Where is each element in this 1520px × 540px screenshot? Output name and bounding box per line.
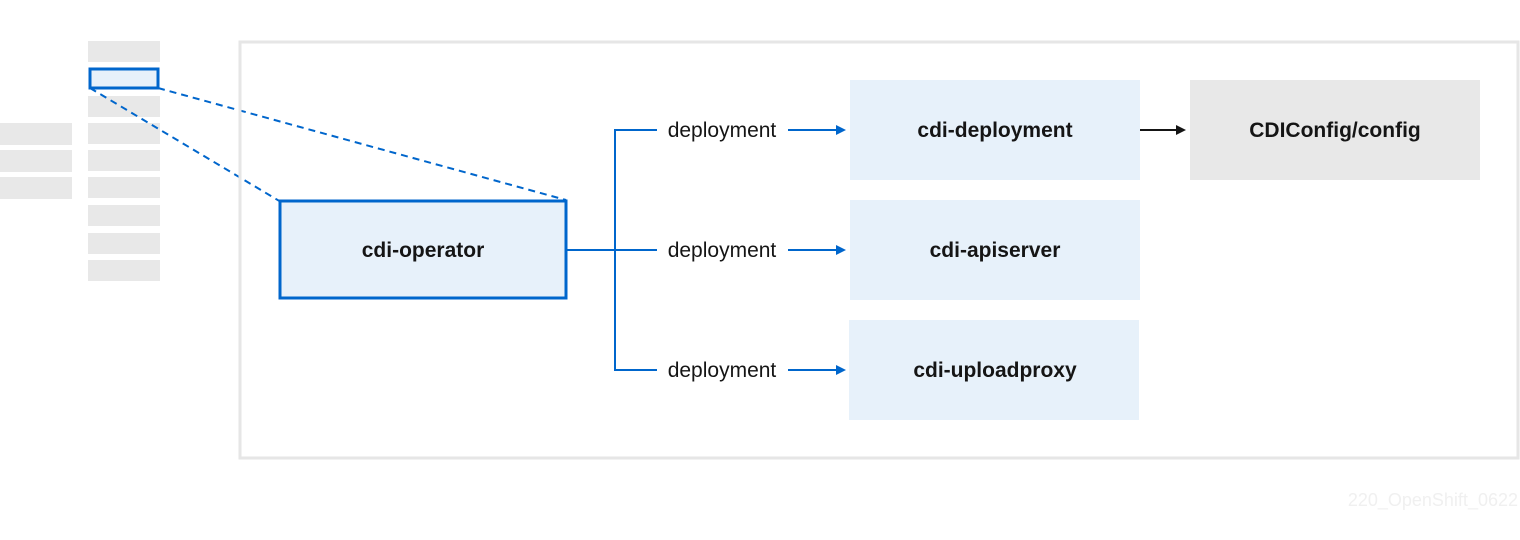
cdi-deployment-label: cdi-deployment (917, 119, 1072, 142)
namespace-frame (238, 40, 1520, 460)
cdiconfig-label: CDIConfig/config (1249, 119, 1420, 142)
cdi-operator-label: cdi-operator (362, 239, 485, 262)
overview-left-block (0, 150, 72, 172)
cdi-uploadproxy-label: cdi-uploadproxy (913, 359, 1077, 382)
overview-stack-block (88, 260, 160, 281)
overview-stack-block (88, 96, 160, 117)
cdi-deployment-box (850, 80, 1140, 180)
overview-stack-selected (88, 67, 160, 90)
cdi-uploadproxy-box (849, 320, 1139, 420)
cdiconfig-box (1190, 80, 1480, 180)
overview-left-block (0, 123, 72, 145)
cdi-apiserver-label: cdi-apiserver (930, 239, 1061, 262)
overview-left-column (0, 123, 72, 199)
image-id-label: 220_OpenShift_0622 (1348, 490, 1518, 511)
zoom-connector-line (157, 87, 567, 201)
overview-stack-block (88, 123, 160, 144)
overview-left-block (0, 177, 72, 199)
zoom-connector-line (89, 87, 282, 203)
overview-stack-block (88, 205, 160, 226)
overview-stack (88, 41, 160, 281)
edge-label-deployment: deployment (668, 239, 777, 262)
overview-stack-block (88, 41, 160, 62)
cdi-operator-box (278, 199, 568, 300)
overview-stack-block (88, 233, 160, 254)
edge-label-deployment: deployment (668, 359, 777, 382)
overview-stack-block (88, 150, 160, 171)
cdi-apiserver-box (850, 200, 1140, 300)
deployment-connector-tree (566, 129, 657, 371)
overview-stack-block (88, 177, 160, 198)
edge-label-deployment: deployment (668, 119, 777, 142)
